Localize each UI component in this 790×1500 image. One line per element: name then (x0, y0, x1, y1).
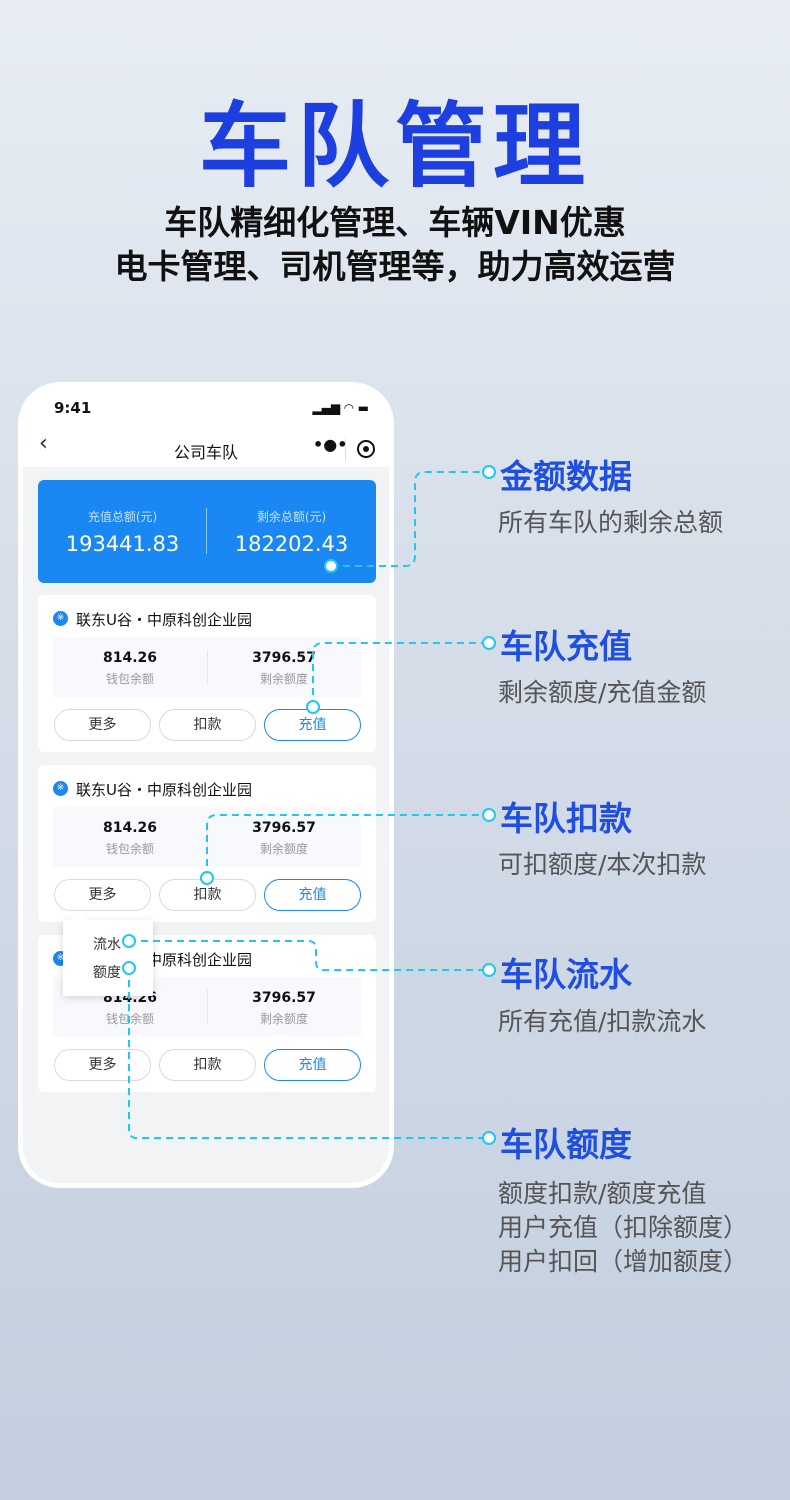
fleet-card: ※ 联东U谷・中原科创企业园 814.26 钱包余额 3796.57 剩余额度 … (38, 595, 376, 752)
status-icons: ▂▄▆ ◠ ▬ (312, 401, 369, 415)
callout-desc: 用户充值（扣除额度） (498, 1213, 749, 1242)
callout-desc: 所有充值/扣款流水 (498, 1007, 707, 1036)
quota-value: 3796.57 (252, 820, 316, 836)
callout-title: 车队流水 (500, 955, 632, 994)
callout-desc: 所有车队的剩余总额 (498, 508, 724, 537)
callout-desc: 可扣额度/本次扣款 (498, 850, 707, 879)
wallet-value: 814.26 (102, 820, 158, 836)
connector-dot (482, 1131, 496, 1145)
connector-dot (482, 636, 496, 650)
more-button[interactable]: 更多 (54, 709, 151, 741)
callout-title: 车队充值 (500, 627, 632, 666)
quota-value: 3796.57 (252, 650, 316, 666)
deduct-button[interactable]: 扣款 (159, 1049, 256, 1081)
callout-desc: 额度扣款/额度充值 (498, 1179, 707, 1208)
card-stats: 814.26 钱包余额 3796.57 剩余额度 (53, 637, 361, 697)
recharge-button[interactable]: 充值 (264, 1049, 361, 1081)
fleet-card: ※ 联东U谷・中原科创企业园 814.26 钱包余额 3796.57 剩余额度 … (38, 765, 376, 922)
connector-dot (122, 961, 136, 975)
connector-dot (482, 963, 496, 977)
more-button[interactable]: 更多 (54, 1049, 151, 1081)
page-title: 车队管理 (198, 93, 591, 200)
connector-quota (128, 968, 489, 1139)
divider (206, 508, 207, 554)
wallet-value: 814.26 (102, 650, 158, 666)
wallet-label: 钱包余额 (105, 842, 154, 856)
record-icon[interactable] (357, 440, 375, 458)
subtitle-line-1: 车队精细化管理、车辆VIN优惠 (164, 203, 626, 242)
remaining-total-value: 182202.43 (234, 532, 349, 556)
company-logo-icon: ※ (53, 781, 68, 796)
summary-panel: 充值总额(元) 193441.83 剩余总额(元) 182202.43 (38, 480, 376, 583)
recharge-button[interactable]: 充值 (264, 879, 361, 911)
more-button[interactable]: 更多 (54, 879, 151, 911)
connector-flow (129, 940, 489, 971)
connector-amount (331, 471, 489, 567)
nav-bar: ‹ 公司车队 •●• (23, 427, 389, 467)
back-icon[interactable]: ‹ (39, 431, 48, 456)
quota-label: 剩余额度 (259, 672, 308, 686)
connector-recharge (312, 642, 489, 707)
recharge-total-label: 充值总额(元) (87, 510, 158, 524)
divider (345, 439, 346, 461)
more-dots-icon[interactable]: •●• (313, 435, 348, 454)
menu-item-flow[interactable]: 流水 (93, 937, 121, 953)
card-title: 联东U谷・中原科创企业园 (76, 781, 252, 799)
more-popup-menu: 流水 额度 (63, 911, 153, 996)
phone-mockup: 9:41 ▂▄▆ ◠ ▬ ‹ 公司车队 •●• 充值总额(元) 193441.8… (18, 382, 394, 1188)
connector-dot (306, 700, 320, 714)
callout-title: 车队额度 (500, 1125, 632, 1164)
connector-dot (482, 808, 496, 822)
remaining-total-label: 剩余总额(元) (256, 510, 327, 524)
subtitle-line-2: 电卡管理、司机管理等，助力高效运营 (114, 247, 676, 286)
divider (207, 650, 208, 684)
divider (207, 990, 208, 1024)
connector-deduct (206, 814, 489, 878)
recharge-total-value: 193441.83 (65, 532, 180, 556)
connector-dot (122, 934, 136, 948)
status-time: 9:41 (54, 399, 92, 417)
connector-dot (200, 871, 214, 885)
callout-title: 车队扣款 (500, 799, 632, 838)
menu-item-quota[interactable]: 额度 (93, 965, 121, 981)
card-title: 联东U谷・中原科创企业园 (76, 611, 252, 629)
connector-dot (482, 465, 496, 479)
wallet-label: 钱包余额 (105, 672, 154, 686)
company-logo-icon: ※ (53, 611, 68, 626)
deduct-button[interactable]: 扣款 (159, 709, 256, 741)
connector-dot (324, 559, 338, 573)
callout-desc: 用户扣回（增加额度） (498, 1247, 749, 1276)
callout-desc: 剩余额度/充值金额 (498, 678, 707, 707)
nav-title: 公司车队 (173, 443, 238, 462)
quota-label: 剩余额度 (259, 1012, 308, 1026)
callout-title: 金额数据 (500, 457, 632, 496)
quota-label: 剩余额度 (259, 842, 308, 856)
quota-value: 3796.57 (252, 990, 316, 1006)
